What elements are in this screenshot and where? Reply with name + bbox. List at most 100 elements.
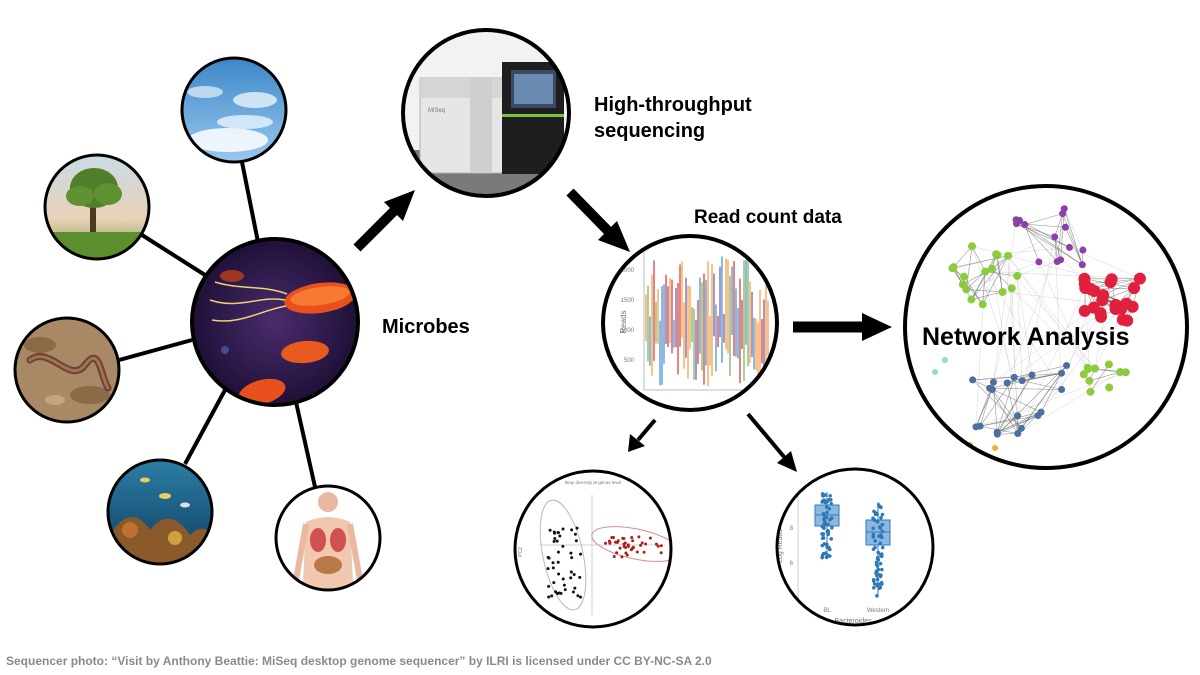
pca-point [579, 552, 583, 556]
pca-point [548, 528, 552, 532]
network-edge [966, 289, 1003, 293]
box-point [823, 493, 828, 497]
box-point [871, 526, 876, 531]
network-edge [997, 374, 1033, 435]
box-point [877, 586, 882, 591]
box-cat-bl: BL [823, 608, 831, 614]
pca-point [575, 526, 579, 530]
network-node [1058, 385, 1066, 393]
pca-point [622, 542, 626, 546]
network-node [989, 378, 997, 386]
pca-point [570, 556, 574, 560]
box-point [830, 526, 834, 530]
box-point [878, 574, 883, 579]
network-edge [1021, 287, 1086, 429]
pca-xlabel: PC1 [588, 633, 598, 639]
network-node [962, 285, 971, 294]
box-ytick-6: 6 [790, 561, 794, 567]
pca-point [630, 536, 634, 540]
network-edge [1016, 275, 1023, 381]
pca-point [654, 542, 658, 546]
network-edge [1062, 213, 1083, 265]
arrow-to-read-count [566, 188, 630, 252]
network-edge [1089, 371, 1121, 382]
box-point [873, 545, 877, 550]
pca-point [659, 544, 663, 548]
network-edge [1017, 236, 1055, 416]
network-node [1116, 368, 1125, 377]
box-point [880, 545, 885, 550]
pca-title: Bray diversity at genus level [565, 480, 621, 485]
network-node [1079, 246, 1087, 254]
network-node [1104, 360, 1113, 369]
network-node [993, 251, 1002, 260]
box-point [829, 516, 834, 520]
network-edge [1054, 236, 1058, 262]
network-edge [1011, 288, 1088, 368]
box-point [828, 493, 832, 498]
pca-ylabel: PC2 [518, 547, 524, 557]
pca-point [626, 544, 630, 548]
network-edge [1007, 227, 1066, 384]
arrow-to-sequencing [353, 190, 415, 252]
network-edge [1066, 312, 1101, 366]
network-node [1094, 307, 1107, 320]
network-edge [1007, 255, 1088, 368]
read-count-bars [645, 256, 769, 387]
network-node [1013, 271, 1022, 280]
network-edge [1084, 283, 1091, 392]
network-edge [1007, 373, 1062, 384]
network-edge [1060, 208, 1065, 260]
pca-point [558, 534, 562, 538]
network-node [1105, 273, 1118, 286]
box-point [825, 529, 830, 534]
network-edge [1017, 389, 1062, 416]
box-point [874, 560, 879, 565]
network-edge [997, 411, 1042, 433]
pca-point [620, 555, 624, 559]
network-node [1078, 304, 1091, 317]
pca-point [552, 581, 556, 585]
pca-point [569, 576, 573, 580]
network-node [968, 242, 977, 251]
box-point [872, 518, 877, 522]
box-point [875, 573, 879, 578]
pca-point [570, 528, 574, 532]
network-edge [980, 411, 1042, 427]
network-node [1059, 210, 1067, 218]
network-edge [971, 255, 1009, 300]
box-point [880, 522, 885, 527]
network-node [1128, 282, 1141, 295]
pca-point [615, 551, 619, 555]
network-node [1085, 376, 1094, 385]
photo-credit: Sequencer photo: “Visit by Anthony Beatt… [6, 654, 712, 668]
pca-point [618, 546, 622, 550]
network-edge [1024, 213, 1063, 225]
network-node [1105, 383, 1114, 392]
network-edge [1024, 224, 1040, 263]
network-edge [997, 365, 1067, 435]
microbes-illustration [190, 237, 360, 407]
pca-point [556, 531, 560, 535]
pca-point [571, 590, 575, 594]
arrow-to-boxplot [746, 412, 797, 472]
box-point [827, 506, 832, 511]
network-node [1028, 371, 1036, 379]
network-node [1003, 379, 1011, 387]
box-point [872, 582, 877, 586]
box-point [824, 515, 829, 520]
box-point [880, 529, 885, 534]
microbes-label: Microbes [382, 316, 470, 338]
network-node [1086, 387, 1095, 396]
box-point [879, 516, 883, 520]
read-tick-1500: 1500 [621, 298, 635, 304]
network-edge [1021, 365, 1067, 429]
network-node [1063, 362, 1071, 370]
box-point [820, 531, 824, 536]
pca-point [615, 541, 619, 545]
sky-icon [180, 56, 288, 164]
network-node [1051, 233, 1059, 241]
box-point [821, 498, 825, 503]
network-edge [1007, 312, 1101, 384]
pca-point [579, 595, 583, 599]
